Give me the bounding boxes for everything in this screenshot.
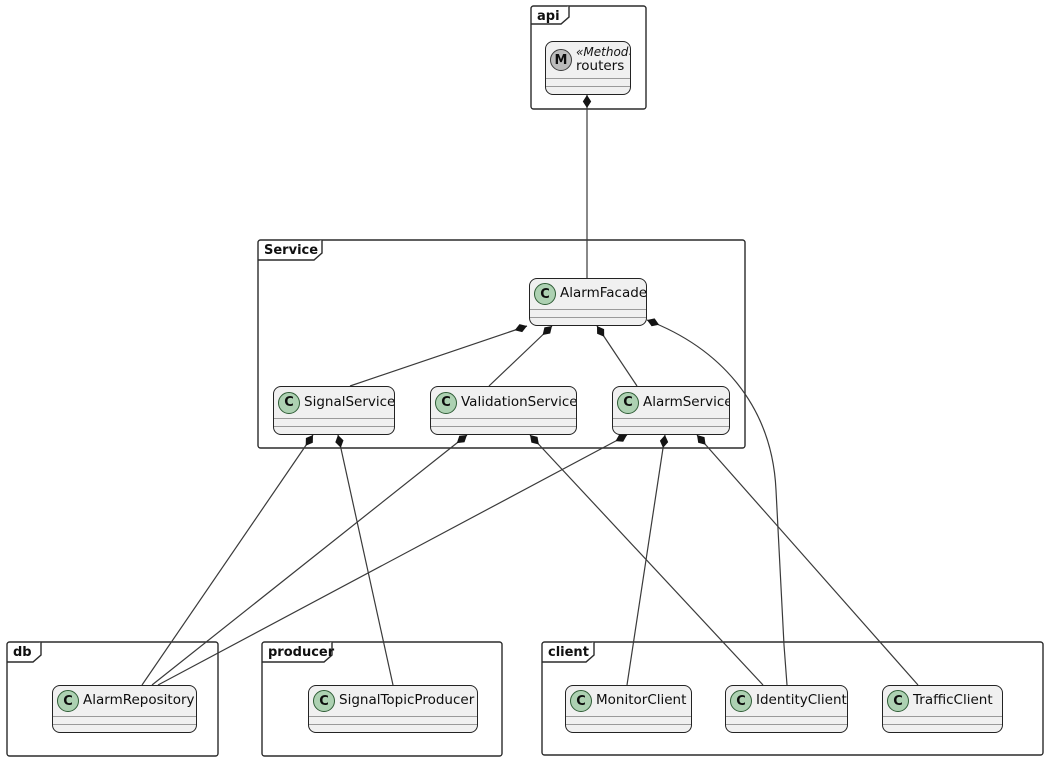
- package-db: [6, 641, 219, 757]
- edge-SignalService-SignalTopicProducer: [337, 434, 394, 686]
- package-service: [257, 239, 746, 449]
- composition-diamond-AlarmService-AlarmRepository: [615, 434, 627, 442]
- package-client: [541, 641, 1044, 756]
- composition-diamond-AlarmFacade-ValidationService: [542, 326, 552, 335]
- edge-ValidationService-AlarmRepository: [151, 434, 468, 686]
- edge-AlarmService-TrafficClient: [696, 434, 919, 686]
- package-tab-service: [258, 240, 323, 261]
- composition-diamond-ValidationService-IdentityClient: [530, 435, 539, 445]
- composition-diamond-AlarmFacade-AlarmService: [597, 326, 605, 337]
- package-tab-client: [542, 642, 595, 663]
- composition-diamond-AlarmFacade-SignalService: [514, 324, 527, 333]
- package-tab-producer: [262, 642, 333, 663]
- edge-AlarmService-MonitorClient: [626, 434, 666, 686]
- edge-AlarmFacade-ValidationService: [488, 325, 553, 387]
- composition-diamond-AlarmService-TrafficClient: [697, 435, 706, 445]
- edge-AlarmFacade-IdentityClient: [646, 319, 788, 686]
- composition-diamond-AlarmFacade-IdentityClient: [647, 318, 660, 327]
- edge-SignalService-AlarmRepository: [141, 434, 314, 686]
- composition-diamond-SignalService-AlarmRepository: [305, 435, 313, 446]
- package-tab-api: [531, 6, 570, 25]
- edge-AlarmService-AlarmRepository: [157, 434, 628, 686]
- composition-diamond-AlarmService-MonitorClient: [659, 435, 669, 448]
- composition-diamond-routers-AlarmFacade: [582, 95, 592, 108]
- composition-diamond-ValidationService-AlarmRepository: [456, 435, 467, 444]
- edge-AlarmFacade-SignalService: [349, 325, 528, 387]
- package-tab-db: [7, 642, 42, 663]
- composition-diamond-SignalService-SignalTopicProducer: [335, 435, 344, 448]
